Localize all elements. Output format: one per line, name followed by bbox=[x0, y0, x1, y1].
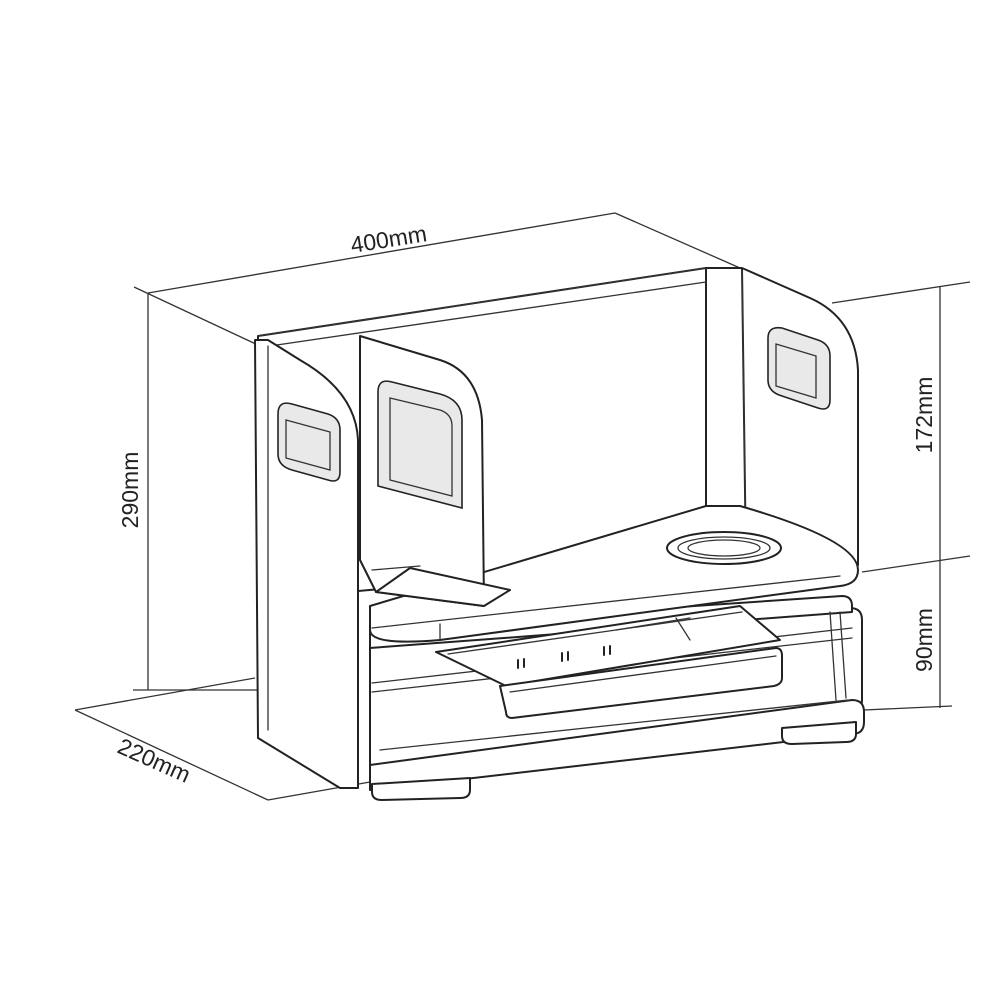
height-dimension-label: 290mm bbox=[117, 452, 143, 529]
top-shelf bbox=[369, 505, 859, 643]
base-unit bbox=[369, 595, 865, 801]
lower-height-dimension-label: 90mm bbox=[911, 608, 937, 672]
dimension-lines bbox=[74, 212, 971, 801]
bookend-divider bbox=[359, 335, 511, 607]
upper-height-dimension-label: 172mm bbox=[911, 377, 937, 454]
depth-dimension-label: 220mm bbox=[114, 733, 195, 788]
left-side-panel bbox=[254, 339, 359, 789]
